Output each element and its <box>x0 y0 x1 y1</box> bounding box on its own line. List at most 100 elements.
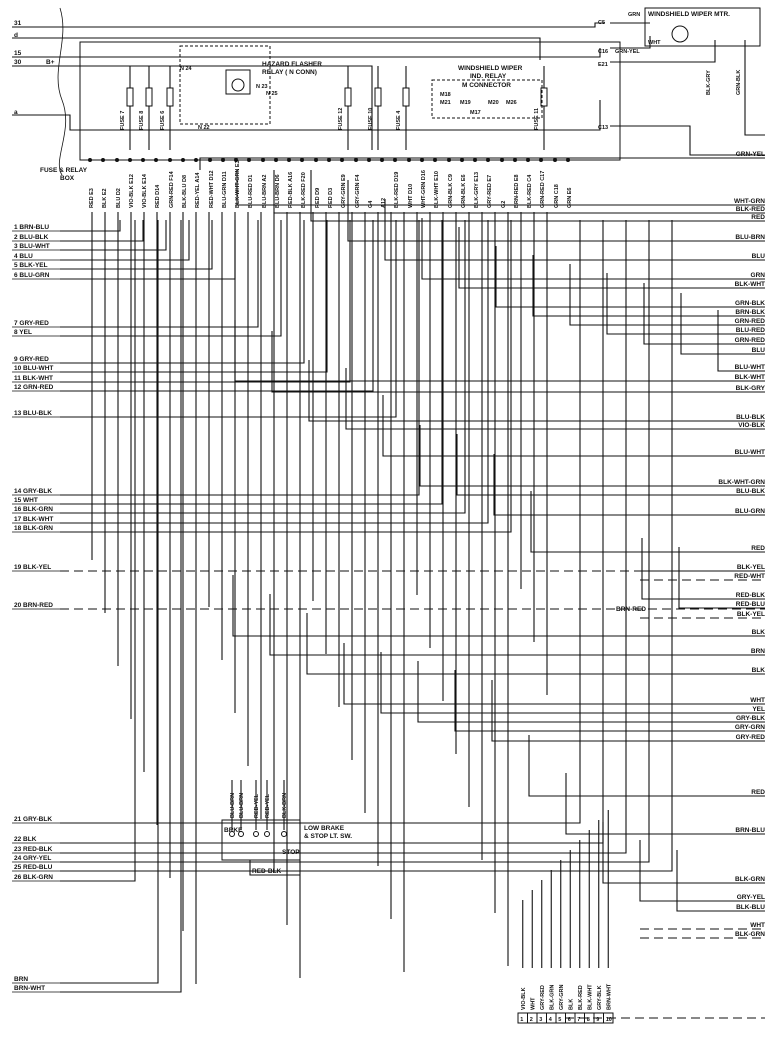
left-wire-label: 25 RED-BLU <box>14 864 53 871</box>
switch-terminal <box>238 831 244 837</box>
wire-network <box>12 7 765 1024</box>
wiper-relay-pin: M20 <box>488 100 499 106</box>
signal-wire <box>643 283 765 345</box>
connector-label: WHT-GRN D16 <box>421 170 427 208</box>
hazard-pin: N 24 <box>180 66 193 72</box>
switch-term: STOP <box>282 849 300 856</box>
signal-wire <box>380 652 765 714</box>
connector-label: BLK-RED D19 <box>394 172 400 208</box>
connector-pin-number: 9 <box>596 1017 599 1023</box>
connector-label: GRY-GRN F4 <box>355 174 361 208</box>
connector-dot <box>141 158 145 162</box>
signal-wire <box>382 395 765 457</box>
left-wire-label: 14 GRY-BLK <box>14 488 52 495</box>
connector-wire-label: WHT <box>531 997 537 1010</box>
connector-label: BLK-RED F20 <box>301 172 307 208</box>
connector-label: RED-YEL A14 <box>195 172 201 208</box>
right-wire-label: GRY-GRN <box>735 724 765 731</box>
left-wire-label: 2 BLU-BLK <box>14 234 49 241</box>
right-wire-label: BLU-RED <box>736 327 766 334</box>
signal-wire <box>458 227 765 289</box>
connector-dot <box>407 158 411 162</box>
brake-switch-box <box>221 819 301 861</box>
connector-dot <box>447 158 451 162</box>
signal-wire <box>60 220 673 872</box>
connector-pin: C16 <box>598 49 608 55</box>
switch-term: BRKE <box>224 827 243 834</box>
switch-wire-label: RED-BLK <box>252 868 282 875</box>
signal-wire <box>493 454 765 516</box>
connector-label: BLK-WHT-GRN E3 <box>235 160 241 208</box>
wiper-relay-pin: M21 <box>440 100 451 106</box>
bus-label-d: d <box>14 32 18 39</box>
connector-dot <box>208 158 212 162</box>
right-wire-label: GRY-YEL <box>737 894 765 901</box>
right-wire-label: GRN-BLK <box>735 300 765 307</box>
connector-dot <box>274 158 278 162</box>
signal-wire <box>60 220 136 882</box>
connector-label: BLK-RED C4 <box>527 174 533 208</box>
signal-wire <box>236 170 765 206</box>
connector-dot <box>539 158 543 162</box>
wire <box>744 40 765 136</box>
right-wire-label: BLU-WHT <box>735 449 765 456</box>
switch-terminal <box>253 831 259 837</box>
signal-wire <box>232 575 765 637</box>
connector-dot <box>380 158 384 162</box>
connector-dot <box>513 158 517 162</box>
connector-label: BLK E2 <box>102 188 108 208</box>
connector-label: VIO-BLK E12 <box>129 174 135 208</box>
fuse-relay-box <box>79 41 621 161</box>
connector-label: VIO-BLK E14 <box>142 173 148 208</box>
signal-wire <box>419 425 765 487</box>
fuse-label: FUSE 4 <box>396 110 402 130</box>
connector-label: RED D9 <box>315 188 321 208</box>
left-wire-label: 18 BLK-GRN <box>14 525 53 532</box>
connector-label: BLU-GRN D11 <box>222 171 228 208</box>
fuse-label: FUSE 6 <box>160 111 166 130</box>
fuse-label: FUSE 10 <box>368 108 374 130</box>
connector-wire-label: BLK-GRN <box>550 985 556 1010</box>
signal-wire <box>528 735 765 797</box>
connector-label: RED-BLK A16 <box>288 172 294 208</box>
left-wire-label: 9 GRY-RED <box>14 356 49 363</box>
connector-dot <box>460 158 464 162</box>
connector-pin-number: 5 <box>558 1017 561 1023</box>
signal-wire <box>60 220 159 984</box>
bus-label-15: 15 <box>14 50 22 57</box>
left-wire-label: BRN <box>14 976 28 983</box>
connector-label: BLK-BLU D8 <box>182 175 188 208</box>
connector-dot <box>287 158 291 162</box>
right-wire-label: GRN-RED <box>735 337 766 344</box>
wiper-relay-title: M CONNECTOR <box>462 82 511 89</box>
connector-dot <box>553 158 557 162</box>
right-wire-label: BLU-BLK <box>736 414 765 421</box>
connector-pin: C5 <box>598 20 605 26</box>
connector-label: BLU-RED D1 <box>248 175 254 208</box>
fuse-label: FUSE 7 <box>120 111 126 130</box>
right-wire-label: BLK-WHT <box>735 281 765 288</box>
switch-wire-label: RED-YEL <box>254 793 260 818</box>
connector-label: BLU-BRN A2 <box>262 175 268 208</box>
connector-dot <box>354 158 358 162</box>
right-wire-label: BLK-WHT <box>735 374 765 381</box>
connector-pin-number: 6 <box>568 1017 571 1023</box>
left-wire-label: 10 BLU-WHT <box>14 365 53 372</box>
signal-wire <box>199 157 765 170</box>
connector-dot <box>314 158 318 162</box>
signal-wire <box>60 220 512 533</box>
right-wire-label: BRN <box>751 648 765 655</box>
right-wire-label: BLU <box>752 347 766 354</box>
wiper-relay-title: WINDSHIELD WIPER <box>458 65 523 72</box>
connector-label: G2 <box>501 201 507 208</box>
signal-wire <box>491 680 765 742</box>
connector-wire-label: BLK-RED <box>578 985 584 1010</box>
signal-wire <box>60 220 650 863</box>
signal-wire <box>60 220 182 993</box>
signal-wire <box>454 670 765 732</box>
connector-dot <box>566 158 570 162</box>
connector-label: GRY-GRN E9 <box>341 174 347 208</box>
connector-pin-number: 8 <box>587 1017 590 1023</box>
